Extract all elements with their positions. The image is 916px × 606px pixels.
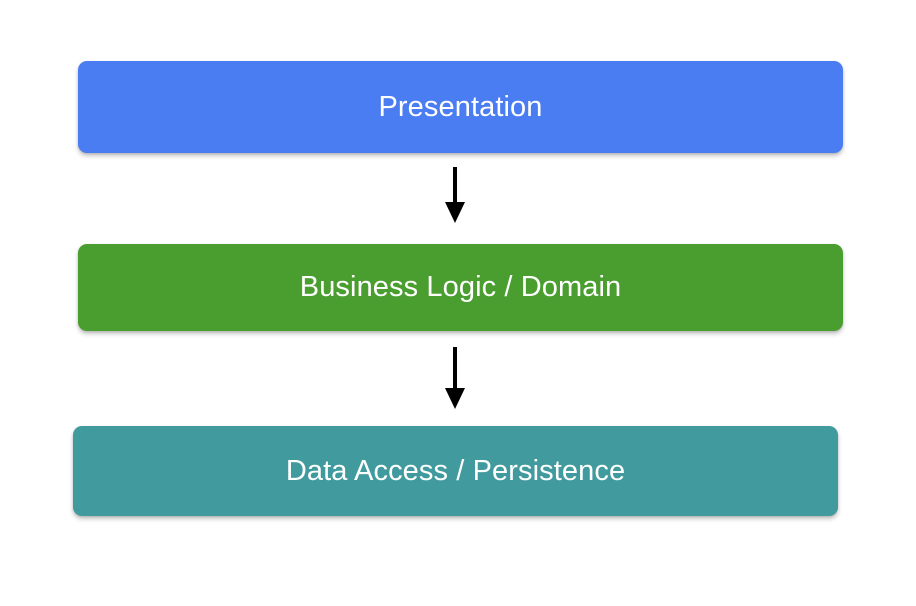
layer-label-presentation: Presentation — [378, 90, 543, 123]
layer-box-presentation[interactable]: Presentation — [78, 61, 843, 153]
arrow-down-icon-business-to-data — [435, 345, 475, 411]
layer-box-data-access[interactable]: Data Access / Persistence — [73, 426, 838, 516]
layer-box-business-logic[interactable]: Business Logic / Domain — [78, 244, 843, 331]
arrow-down-icon-presentation-to-business — [435, 165, 475, 225]
layer-label-data-access: Data Access / Persistence — [285, 454, 626, 487]
layer-label-business-logic: Business Logic / Domain — [299, 271, 622, 303]
